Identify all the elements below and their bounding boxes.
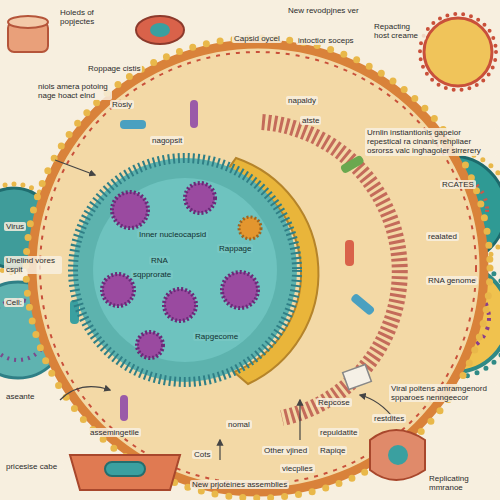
capsid-blob bbox=[239, 217, 261, 239]
callout-label: Viral poitens amramgenord spparoes nenng… bbox=[389, 384, 497, 402]
capsid-blobs bbox=[102, 183, 261, 358]
callout-label: napaldy bbox=[286, 96, 318, 105]
callout-label: Capsid oycel bbox=[232, 34, 282, 43]
capsid-blob bbox=[164, 289, 196, 321]
callout-label: Virus bbox=[4, 222, 26, 231]
callout-label: Cots bbox=[192, 450, 212, 459]
callout-label: Cell: bbox=[4, 298, 24, 307]
organelle-core bbox=[150, 23, 170, 37]
callout-label: assemingetile bbox=[88, 428, 141, 437]
leader-arrow bbox=[299, 400, 300, 440]
virus-spikes bbox=[420, 14, 496, 90]
ribosome-icon bbox=[343, 364, 372, 389]
membrane-proteins bbox=[26, 38, 490, 498]
capsid-blob bbox=[222, 272, 258, 308]
callout-label: Other vjined bbox=[262, 446, 309, 455]
callout-label: aseante bbox=[4, 392, 36, 401]
callout-label: Rapiqe bbox=[318, 446, 347, 455]
callout-label: restdites bbox=[372, 414, 406, 423]
callout-label: nomal bbox=[226, 420, 252, 429]
region-label: Rappage bbox=[217, 244, 253, 253]
nucleus-inner bbox=[93, 178, 277, 362]
region-label: sqpprorate bbox=[131, 270, 173, 279]
callout-label: niols amera potoing nage hoact elnd bbox=[36, 82, 112, 100]
callout-label: Urnlin instiantionis gapeior repestical … bbox=[365, 128, 497, 156]
inner-membrane bbox=[40, 52, 476, 484]
callout-label: Holeds of popjectes bbox=[58, 8, 124, 26]
nucleus bbox=[73, 158, 297, 382]
leader-arrow bbox=[219, 440, 220, 460]
organelle-rod bbox=[120, 120, 146, 129]
virus-particle bbox=[424, 18, 492, 86]
callout-label: repuldatite bbox=[318, 428, 359, 437]
leader-arrow bbox=[60, 387, 110, 400]
callout-label: RNA genome bbox=[426, 276, 478, 285]
callout-label: pricesise cabe bbox=[4, 462, 64, 471]
callout-label: RCATES bbox=[440, 180, 476, 189]
region-label: Inner nucleocapsid bbox=[137, 230, 208, 239]
organelle-rod bbox=[350, 293, 376, 317]
cell-membrane bbox=[32, 44, 484, 492]
capsid-blob bbox=[112, 192, 148, 228]
callout-label: realated bbox=[426, 232, 459, 241]
callout-label: Repacting host creame bbox=[372, 22, 426, 40]
callout-label: Replicating mmranoe bbox=[427, 474, 497, 492]
capsid-blob bbox=[185, 183, 215, 213]
organelle-rod bbox=[120, 395, 128, 421]
callout-label: New revodpjnes ver bbox=[286, 6, 362, 15]
organelle-icon bbox=[136, 16, 184, 44]
callout-label: Rosiy bbox=[110, 100, 134, 109]
callout-label: New prjoteines assemblies bbox=[190, 480, 289, 489]
region-label: RNA bbox=[149, 256, 170, 265]
replicating-membrane bbox=[370, 430, 425, 480]
capsid-blob bbox=[102, 274, 134, 306]
callout-label: intoctior soceps bbox=[296, 36, 358, 45]
organelle-rod bbox=[340, 155, 365, 175]
organelle-rod bbox=[345, 240, 354, 266]
callout-label: viecplies bbox=[280, 464, 315, 473]
organelle-rod bbox=[70, 300, 79, 324]
callout-label: nagopsit bbox=[150, 136, 184, 145]
callout-label: Unelind vores cspit bbox=[4, 256, 62, 274]
nucleus-region: Inner nucleocapsidRappageRNA sqpprorateRa… bbox=[75, 160, 295, 380]
membrane-coil bbox=[388, 445, 408, 465]
cylinder-top bbox=[8, 16, 48, 28]
region-label: Rapgecome bbox=[193, 332, 240, 341]
leader-arrow bbox=[55, 160, 95, 175]
protein-assembly bbox=[105, 462, 145, 476]
organelle-rod bbox=[190, 100, 198, 128]
callout-label: atste bbox=[300, 116, 321, 125]
callout-label: Repcose bbox=[316, 398, 352, 407]
capsid-blob bbox=[137, 332, 163, 358]
dish bbox=[70, 455, 180, 490]
callout-label: Roppage cistis bbox=[86, 64, 142, 73]
